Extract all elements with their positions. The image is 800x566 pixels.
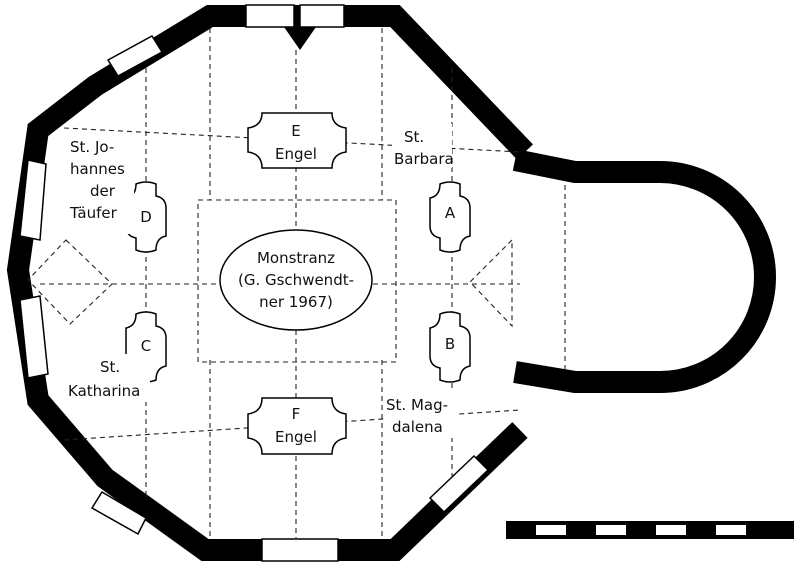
altar-c-letter: C [141,337,151,355]
magdalena-line-2: dalena [392,418,443,436]
altar-e: E Engel [247,112,347,169]
monstranz-line-3: ner 1967) [259,293,333,311]
label-st-barbara: St. Barbara [392,124,454,168]
altar-f: F Engel [247,397,347,455]
altar-b-letter: B [445,335,455,353]
label-st-katharina: St. Katharina [66,354,150,402]
johannes-line-2: hannes [70,160,125,178]
wall-windows [19,4,490,562]
top-notch [284,27,316,50]
altar-a-letter: A [445,204,456,222]
altar-a: A [429,181,471,253]
johannes-line-4: Täufer [69,204,118,222]
altar-e-letter: E [291,122,300,140]
monstranz: Monstranz (G. Gschwendt- ner 1967) [219,229,373,331]
altar-e-word: Engel [275,145,317,163]
johannes-line-1: St. Jo- [70,138,114,156]
johannes-line-3: der [90,182,116,200]
barbara-line-1: St. [404,128,424,146]
katharina-line-2: Katharina [68,382,140,400]
altar-b: B [429,311,471,383]
label-st-magdalena: St. Mag- dalena [384,392,456,438]
magdalena-line-1: St. Mag- [386,396,448,414]
apse [512,149,776,393]
altar-f-letter: F [292,405,301,423]
label-st-johannes: St. Jo- hannes der Täufer [62,134,134,234]
scale-bar [506,521,794,539]
altar-d-letter: D [140,208,152,226]
katharina-line-1: St. [100,358,120,376]
barbara-line-2: Barbara [394,150,454,168]
monstranz-line-1: Monstranz [257,249,335,267]
monstranz-line-2: (G. Gschwendt- [238,271,354,289]
altar-f-word: Engel [275,428,317,446]
